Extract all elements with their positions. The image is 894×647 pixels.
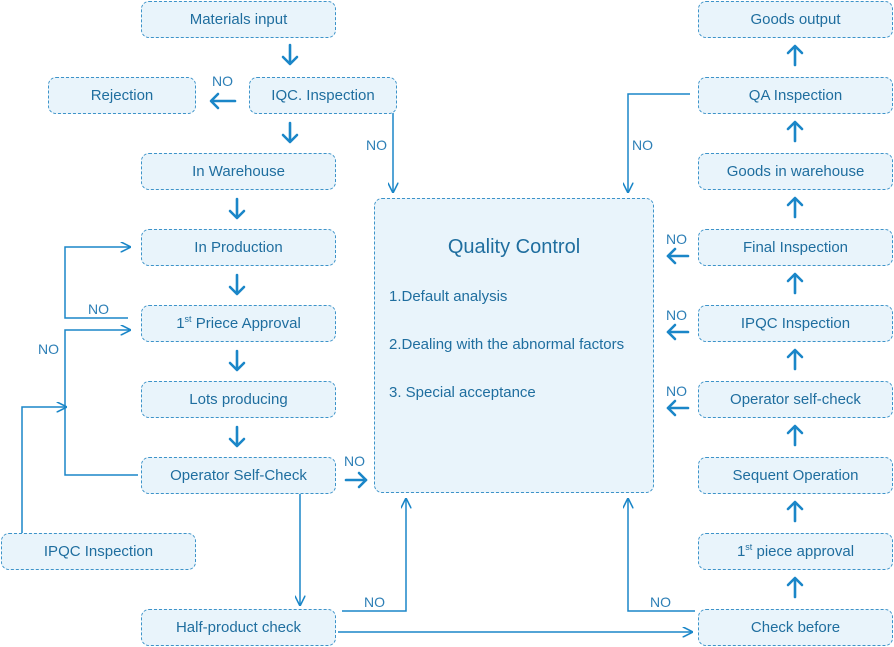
no-label-qa: NO	[632, 137, 653, 153]
arrow-right-to-qc	[344, 471, 368, 489]
half-to-qc-line	[342, 499, 406, 612]
qc-item-2: 2.Dealing with the abnormal factors	[389, 336, 625, 353]
no-label-final: NO	[666, 231, 687, 247]
arrow-up-7	[786, 500, 804, 523]
no-label-iqc: NO	[366, 137, 387, 153]
check-before-box: Check before	[698, 609, 893, 646]
rejection-label: Rejection	[90, 87, 154, 104]
no-label-first-piece: NO	[88, 301, 109, 317]
selfcheck-retry-line	[64, 330, 138, 476]
arrow-down-2	[281, 121, 299, 144]
sequent-operation-label: Sequent Operation	[732, 467, 859, 484]
ipqc-inspection-right-label: IPQC Inspection	[740, 315, 851, 332]
goods-in-warehouse-label: Goods in warehouse	[726, 163, 865, 180]
arrow-up-1	[786, 44, 804, 67]
lots-producing-label: Lots producing	[189, 391, 288, 408]
first-piece-approval-right-label: 1st piece approval	[736, 542, 855, 560]
lots-producing-box: Lots producing	[141, 381, 336, 418]
qa-to-qc-line	[628, 93, 690, 192]
iqc-inspection-box: IQC. Inspection	[249, 77, 397, 114]
iqc-inspection-label: IQC. Inspection	[271, 87, 375, 104]
goods-in-warehouse-box: Goods in warehouse	[698, 153, 893, 190]
no-label-rejection: NO	[212, 73, 233, 89]
operator-self-check-right-label: Operator self-check	[730, 391, 861, 408]
in-production-box: In Production	[141, 229, 336, 266]
arrow-down-4	[228, 273, 246, 296]
arrow-up-5	[786, 348, 804, 371]
ipqc-inspection-left-label: IPQC Inspection	[43, 543, 154, 560]
no-label-selfcheck-right: NO	[666, 383, 687, 399]
materials-input-label: Materials input	[189, 11, 288, 28]
no-label-selfcheck-qc: NO	[344, 453, 365, 469]
final-inspection-label: Final Inspection	[742, 239, 849, 256]
first-piece-approval-right-box: 1st piece approval	[698, 533, 893, 570]
no-label-check-before: NO	[650, 594, 671, 610]
qa-inspection-label: QA Inspection	[748, 87, 843, 104]
quality-control-title: Quality Control	[447, 236, 581, 258]
arrow-up-8	[786, 576, 804, 599]
goods-output-label: Goods output	[750, 11, 841, 28]
arrow-up-3	[786, 196, 804, 219]
qa-inspection-box: QA Inspection	[698, 77, 893, 114]
no-label-selfcheck-loop: NO	[38, 341, 59, 357]
arrow-down-1	[281, 43, 299, 66]
arrow-left-ipqc	[666, 323, 690, 341]
operator-self-check-box: Operator Self-Check	[141, 457, 336, 494]
check-before-label: Check before	[750, 619, 841, 636]
ipqc-inspection-left-box: IPQC Inspection	[1, 533, 196, 570]
final-inspection-box: Final Inspection	[698, 229, 893, 266]
checkbefore-to-qc-line	[628, 499, 695, 612]
qc-item-3: 3. Special acceptance	[389, 384, 536, 401]
in-warehouse-box: In Warehouse	[141, 153, 336, 190]
arrow-left-rejection	[209, 92, 237, 110]
no-label-ipqc-right: NO	[666, 307, 687, 323]
quality-control-box: Quality Control 1.Default analysis 2.Dea…	[374, 198, 654, 493]
arrow-left-final	[666, 247, 690, 265]
operator-self-check-right-box: Operator self-check	[698, 381, 893, 418]
first-piece-retry-line	[64, 247, 130, 319]
materials-input-box: Materials input	[141, 1, 336, 38]
arrow-up-2	[786, 120, 804, 143]
arrow-down-5	[228, 349, 246, 372]
half-product-check-label: Half-product check	[175, 619, 302, 636]
operator-self-check-label: Operator Self-Check	[170, 467, 307, 484]
arrow-up-4	[786, 272, 804, 295]
qc-item-1: 1.Default analysis	[389, 288, 508, 305]
arrow-left-selfcheck	[666, 399, 690, 417]
in-warehouse-label: In Warehouse	[192, 163, 285, 180]
first-piece-approval-label: 1st Priece Approval	[176, 314, 301, 332]
first-piece-approval-box: 1st Priece Approval	[141, 305, 336, 342]
half-product-check-box: Half-product check	[141, 609, 336, 646]
no-label-half-product: NO	[364, 594, 385, 610]
in-production-label: In Production	[194, 239, 283, 256]
ipqc-feedback-line	[21, 407, 66, 533]
rejection-box: Rejection	[48, 77, 196, 114]
sequent-operation-box: Sequent Operation	[698, 457, 893, 494]
arrow-down-3	[228, 197, 246, 220]
ipqc-inspection-right-box: IPQC Inspection	[698, 305, 893, 342]
arrow-up-6	[786, 424, 804, 447]
goods-output-box: Goods output	[698, 1, 893, 38]
arrow-down-6	[228, 425, 246, 448]
